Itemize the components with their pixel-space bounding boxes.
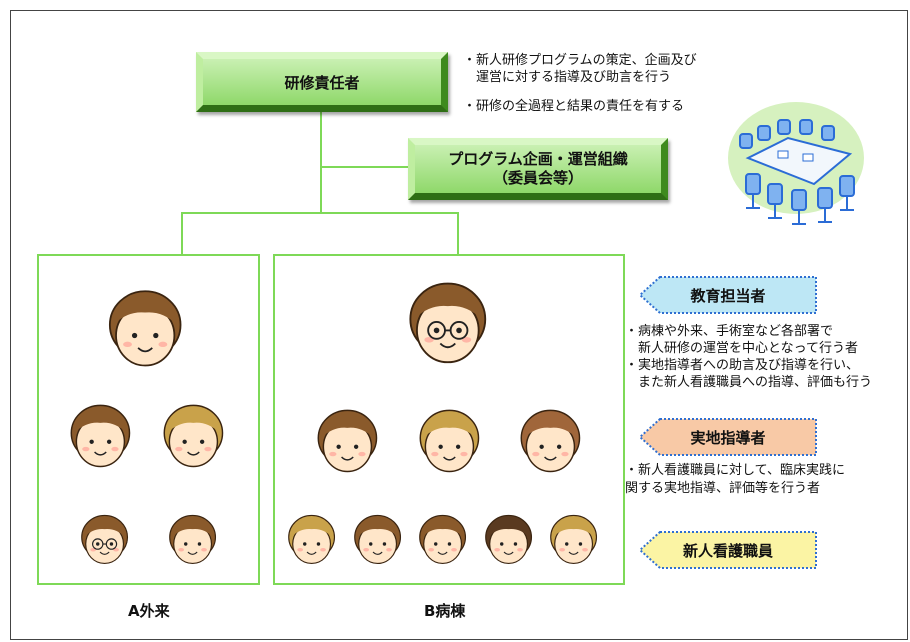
- connector-program-branch: [320, 166, 410, 168]
- instructor-face-b2 person-face-icon: [419, 409, 479, 472]
- field-instructor-note-2: 関する実地指導、評価等を行う者: [625, 481, 821, 496]
- top-note-1: ・新人研修プログラムの策定、企画及び: [463, 53, 697, 68]
- instructor-face-a2 person-face-icon: [163, 404, 223, 467]
- role-tag-new-nurse: 新人看護職員: [638, 530, 818, 570]
- role-tag-field-instructor-label: 実地指導者: [690, 428, 766, 447]
- program-organization-label: プログラム企画・運営組織: [448, 150, 628, 168]
- training-director-box: 研修責任者: [196, 52, 448, 112]
- educator-face-b person-face-icon: [409, 282, 487, 364]
- role-tag-field-instructor: 実地指導者: [638, 417, 818, 457]
- outer-frame: [10, 10, 908, 640]
- role-tag-new-nurse-label: 新人看護職員: [682, 541, 773, 560]
- ward-b-panel: [273, 254, 625, 585]
- educator-face-a person-face-icon: [108, 290, 182, 367]
- new-nurse-face-b3 person-face-icon: [419, 515, 467, 565]
- connector-right-drop: [457, 212, 459, 254]
- top-note-3: ・研修の全過程と結果の責任を有する: [463, 99, 685, 114]
- field-instructor-note-1: ・新人看護職員に対して、臨床実践に: [625, 463, 845, 478]
- role-tag-new-nurse-shape: [638, 531, 817, 569]
- educator-note-1: ・病棟や外来、手術室など各部署で: [625, 324, 834, 339]
- instructor-face-a1 person-face-icon: [70, 404, 130, 467]
- ward-b-label: B病棟: [424, 602, 466, 620]
- top-note-2: 運営に対する指導及び助言を行う: [463, 70, 672, 85]
- instructor-face-b3 person-face-icon: [520, 409, 580, 472]
- new-nurse-face-b1 person-face-icon: [288, 515, 336, 565]
- program-organization-sublabel: （委員会等）: [492, 169, 583, 187]
- instructor-face-b1 person-face-icon: [317, 409, 377, 472]
- new-nurse-face-a2 person-face-icon: [169, 515, 217, 565]
- new-nurse-face-b2 person-face-icon: [354, 515, 402, 565]
- connector-top-vertical: [320, 110, 322, 213]
- role-tag-educator-shape: [638, 276, 817, 314]
- new-nurse-face-b5 person-face-icon: [550, 515, 598, 565]
- training-director-label: 研修責任者: [284, 73, 360, 92]
- role-tag-educator-label: 教育担当者: [690, 286, 766, 305]
- connector-horizontal: [181, 212, 459, 214]
- ward-a-panel: [37, 254, 260, 585]
- meeting-table-icon: [728, 102, 864, 225]
- ward-a-label: A外来: [128, 602, 170, 620]
- role-tag-field-instructor-shape: [638, 418, 817, 456]
- educator-note-2: 新人研修の運営を中心となって行う者: [625, 341, 858, 356]
- role-tag-educator: 教育担当者: [638, 275, 818, 315]
- new-nurse-face-b4 person-face-icon: [485, 515, 533, 565]
- new-nurse-face-a1 person-face-icon: [81, 515, 129, 565]
- connector-left-drop: [181, 212, 183, 254]
- educator-note-3: ・実地指導者への助言及び指導を行い、: [625, 358, 860, 373]
- educator-note-4: また新人看護職員への指導、評価も行う: [625, 375, 873, 390]
- program-organization-box: プログラム企画・運営組織 （委員会等）: [408, 138, 668, 200]
